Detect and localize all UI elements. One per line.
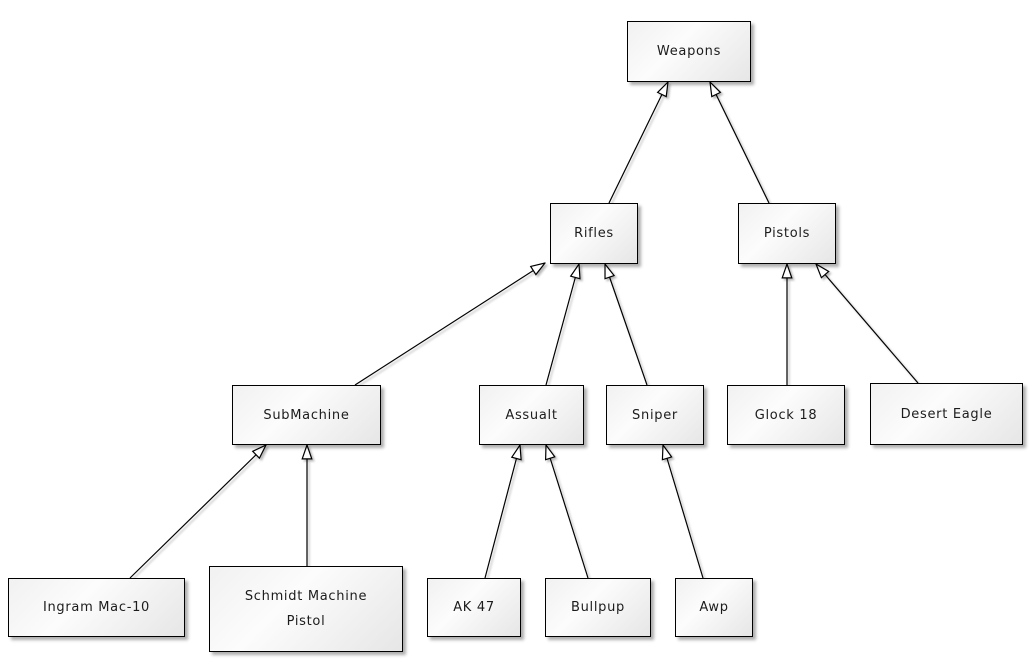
edge-desert-eagle-to-pistols[interactable] <box>816 264 919 384</box>
node-weapons[interactable]: Weapons <box>627 21 751 82</box>
node-sniper[interactable]: Sniper <box>606 385 704 445</box>
node-pistols[interactable]: Pistols <box>738 203 836 264</box>
node-label: Pistols <box>763 226 811 241</box>
node-label: SubMachine <box>263 407 350 423</box>
edge-submachine-to-rifles[interactable] <box>354 263 545 386</box>
edge-bullpup-to-assualt[interactable] <box>546 445 589 579</box>
node-label: Sniper <box>632 407 678 423</box>
node-label: Assualt <box>505 407 558 423</box>
node-label: Rifles <box>574 226 614 241</box>
node-label: Ingram Mac-10 <box>42 600 151 615</box>
node-rifles[interactable]: Rifles <box>550 203 638 264</box>
node-label: AK 47 <box>453 600 495 615</box>
edge-rifles-to-weapons[interactable] <box>608 82 668 204</box>
node-assualt[interactable]: Assualt <box>479 385 584 445</box>
node-label: Schmidt Machine <box>244 589 368 604</box>
edge-sniper-to-rifles[interactable] <box>605 264 648 386</box>
edge-pistols-to-weapons[interactable] <box>710 82 770 204</box>
node-glock-18[interactable]: Glock 18 <box>727 385 845 445</box>
edge-ingram-mac-10-to-submachine[interactable] <box>129 445 266 579</box>
node-awp[interactable]: Awp <box>675 578 753 637</box>
node-ak-47[interactable]: AK 47 <box>427 578 521 637</box>
node-label: Bullpup <box>570 600 626 615</box>
node-desert-eagle[interactable]: Desert Eagle <box>870 383 1023 445</box>
node-label: Desert Eagle <box>900 406 993 422</box>
node-label: Awp <box>699 600 729 615</box>
edge-awp-to-sniper[interactable] <box>663 445 704 579</box>
node-label: Pistol <box>286 614 326 629</box>
node-label: Weapons <box>656 44 722 59</box>
edge-ak-47-to-assualt[interactable] <box>484 445 520 579</box>
node-label: Glock 18 <box>754 407 818 423</box>
node-submachine[interactable]: SubMachine <box>232 385 381 445</box>
node-ingram-mac-10[interactable]: Ingram Mac-10 <box>8 578 185 637</box>
edge-assualt-to-rifles[interactable] <box>545 264 579 386</box>
node-bullpup[interactable]: Bullpup <box>545 578 651 637</box>
